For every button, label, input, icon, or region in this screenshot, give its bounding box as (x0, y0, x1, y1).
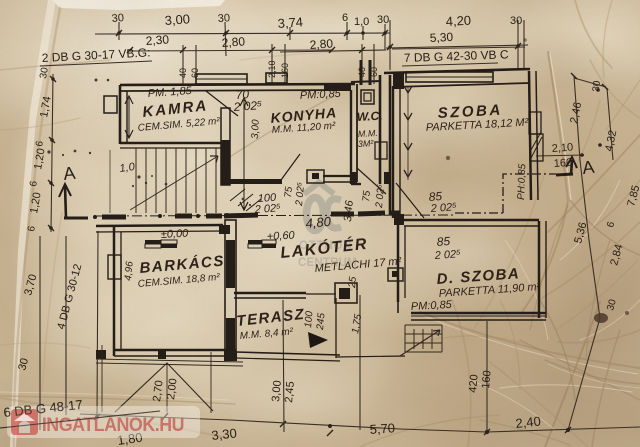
svg-text:KONYHA: KONYHA (270, 104, 338, 126)
svg-text:OTTHON: OTTHON (299, 240, 352, 252)
svg-text:1,80: 1,80 (116, 430, 143, 447)
svg-text:2,10: 2,10 (551, 142, 573, 155)
svg-text:5,36: 5,36 (572, 221, 589, 245)
svg-text:85: 85 (428, 189, 443, 204)
svg-text:30: 30 (591, 80, 603, 92)
svg-text:160: 160 (553, 157, 572, 170)
svg-text:M.M. 11,20 m²: M.M. 11,20 m² (271, 121, 336, 136)
svg-text:1,20: 1,20 (28, 191, 44, 214)
svg-text:30: 30 (605, 298, 619, 312)
svg-text:7,85: 7,85 (625, 184, 640, 208)
svg-text:70: 70 (235, 87, 250, 102)
svg-text:6: 6 (26, 225, 38, 233)
svg-text:4,80: 4,80 (305, 214, 332, 231)
svg-text:3,00: 3,00 (164, 11, 190, 28)
svg-text:2,46: 2,46 (568, 101, 584, 124)
svg-text:6: 6 (34, 140, 46, 148)
svg-text:2 02⁵: 2 02⁵ (232, 98, 262, 114)
svg-text:1,20: 1,20 (32, 147, 48, 170)
svg-text:2 02⁵: 2 02⁵ (253, 202, 281, 216)
svg-text:25: 25 (347, 276, 359, 289)
svg-text:SZOBA: SZOBA (437, 102, 503, 122)
svg-text:PARKETTA 18,12 M²: PARKETTA 18,12 M² (426, 117, 529, 134)
svg-text:2 02⁵: 2 02⁵ (429, 201, 457, 215)
svg-text:M.M. 8,4 m²: M.M. 8,4 m² (239, 326, 294, 342)
svg-text:1,0: 1,0 (119, 161, 137, 175)
svg-text:PM:0,85: PM:0,85 (300, 88, 342, 102)
svg-text:1,0: 1,0 (354, 16, 369, 28)
svg-text:2,00: 2,00 (165, 378, 180, 401)
svg-text:3M²: 3M² (358, 138, 375, 149)
svg-text:3,00: 3,00 (270, 380, 284, 402)
svg-text:30: 30 (16, 357, 31, 372)
svg-text:30: 30 (510, 15, 522, 27)
svg-text:100: 100 (303, 310, 315, 328)
svg-text:2 02⁵: 2 02⁵ (294, 182, 307, 208)
svg-text:+0,60: +0,60 (267, 230, 296, 243)
svg-text:3,46: 3,46 (342, 199, 356, 222)
svg-text:CENTRUM: CENTRUM (298, 257, 357, 269)
svg-text:A: A (581, 157, 595, 178)
svg-text:160: 160 (280, 63, 290, 78)
svg-text:6: 6 (605, 220, 617, 229)
svg-text:D. SZOBA: D. SZOBA (436, 265, 521, 288)
svg-text:2,40: 2,40 (515, 413, 542, 431)
svg-text:60: 60 (190, 68, 200, 78)
svg-text:7 DB G 42-30 VB C: 7 DB G 42-30 VB C (404, 47, 509, 65)
svg-text:75: 75 (361, 190, 373, 202)
svg-text:5,70: 5,70 (369, 420, 395, 437)
svg-text:160: 160 (480, 370, 494, 389)
svg-text:W.C.: W.C. (356, 109, 382, 124)
svg-text:6: 6 (28, 180, 40, 188)
svg-text:4,96: 4,96 (123, 260, 136, 281)
svg-text:2 02⁵: 2 02⁵ (374, 184, 387, 210)
svg-text:3,74: 3,74 (277, 14, 303, 31)
svg-text:PH:0,85: PH:0,85 (516, 163, 528, 200)
svg-text:4,32: 4,32 (603, 129, 619, 152)
svg-text:75: 75 (283, 186, 295, 198)
svg-text:PM: 1,85: PM: 1,85 (147, 85, 193, 100)
svg-text:4,20: 4,20 (445, 13, 471, 29)
svg-text:PM:0,85: PM:0,85 (411, 299, 453, 313)
svg-text:245: 245 (315, 312, 328, 331)
svg-text:1,74: 1,74 (38, 95, 54, 118)
svg-text:100: 100 (257, 192, 277, 205)
svg-text:KAMRA: KAMRA (142, 97, 209, 121)
svg-text:6: 6 (342, 12, 348, 24)
svg-text:3,00: 3,00 (250, 119, 262, 139)
svg-text:A: A (62, 163, 76, 184)
svg-text:2,70: 2,70 (151, 380, 166, 403)
svg-text:2,84: 2,84 (608, 243, 625, 267)
svg-text:5,30: 5,30 (429, 30, 453, 45)
svg-text:±0,00: ±0,00 (161, 228, 190, 241)
svg-text:30: 30 (111, 12, 124, 25)
svg-text:40: 40 (178, 68, 188, 78)
svg-text:2,80: 2,80 (221, 34, 246, 50)
svg-text:420: 420 (467, 374, 481, 393)
svg-text:INGATLANOK.HU: INGATLANOK.HU (42, 413, 184, 435)
svg-text:30: 30 (377, 14, 389, 26)
svg-text:1,75: 1,75 (350, 313, 364, 335)
svg-text:2,30: 2,30 (145, 32, 170, 48)
svg-text:30: 30 (217, 12, 230, 25)
svg-text:2 DB G 30-17 VB.G:: 2 DB G 30-17 VB.G: (41, 45, 150, 65)
svg-text:85: 85 (436, 234, 451, 249)
svg-text:3,30: 3,30 (211, 425, 238, 443)
svg-text:M.M.: M.M. (358, 128, 378, 139)
svg-text:3,70: 3,70 (22, 273, 39, 297)
svg-text:2,45: 2,45 (283, 381, 297, 403)
svg-text:2 02⁵: 2 02⁵ (433, 248, 461, 262)
svg-text:2,10: 2,10 (267, 60, 277, 78)
svg-text:2,80: 2,80 (309, 36, 334, 52)
svg-text:30: 30 (38, 66, 51, 79)
svg-text:60: 60 (369, 67, 379, 77)
